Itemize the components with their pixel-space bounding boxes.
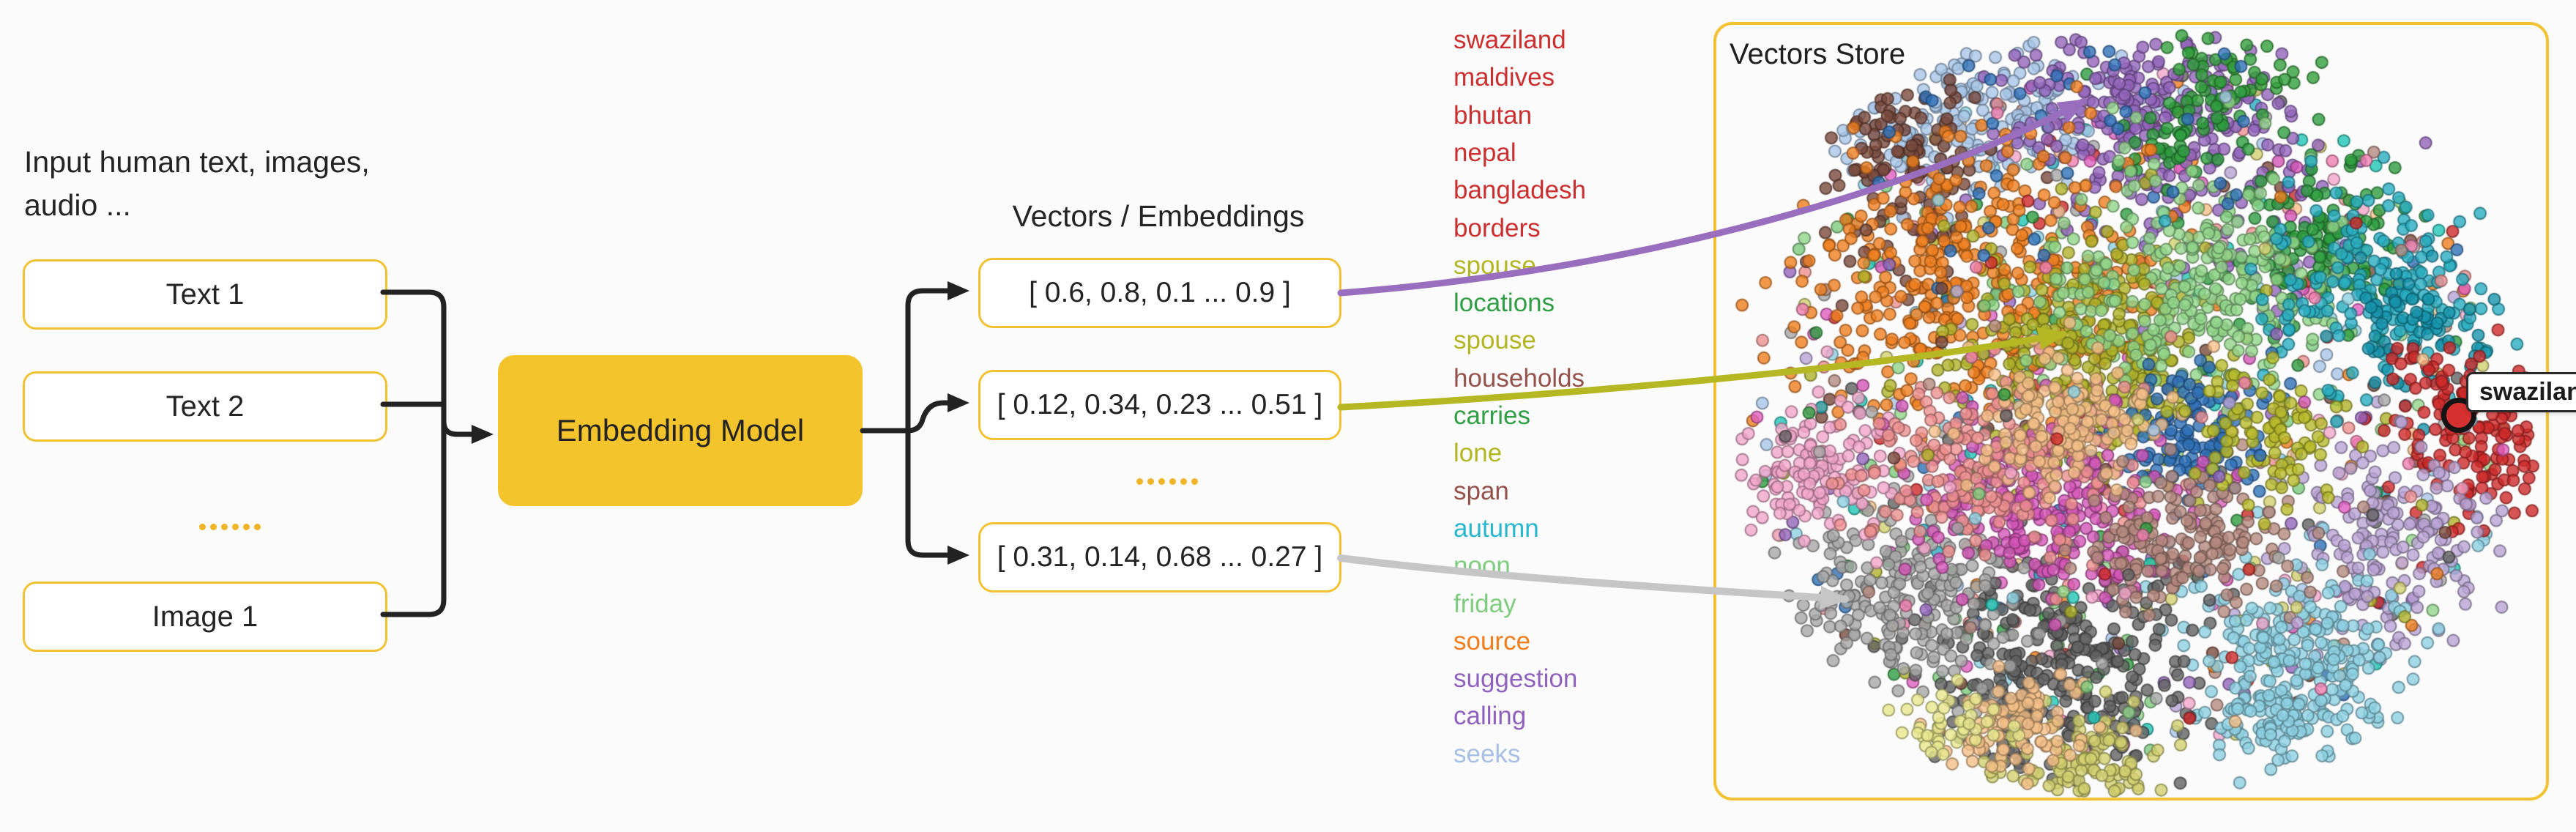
word-item: bhutan: [1453, 100, 1533, 130]
word-item: friday: [1453, 589, 1516, 618]
vector-box-3-value: [ 0.31, 0.14, 0.68 ... 0.27 ]: [997, 541, 1323, 573]
vector-box-2-value: [ 0.12, 0.34, 0.23 ... 0.51 ]: [997, 389, 1323, 420]
ellipsis-dot: [254, 524, 261, 530]
vectors-embeddings-title: Vectors / Embeddings: [1012, 199, 1305, 233]
connector-branch-3: [905, 428, 969, 565]
ellipsis-dot: [1169, 478, 1176, 485]
ellipsis-dot: [1136, 478, 1143, 485]
input-box-text2-label: Text 2: [165, 390, 245, 423]
word-item: maldives: [1453, 63, 1555, 92]
connector-branch-2: [905, 393, 969, 434]
word-item: households: [1453, 363, 1585, 393]
word-item: calling: [1453, 702, 1527, 731]
ellipsis-dot: [1158, 478, 1165, 485]
black-connectors: [380, 281, 969, 617]
word-item: source: [1453, 626, 1531, 655]
embedding-model-box: Embedding Model: [498, 355, 863, 506]
input-ellipsis-dots: [199, 524, 261, 530]
word-list: swaziland maldives bhutan nepal bangladesh bo…: [1453, 0, 1761, 832]
vector-box-2: [ 0.12, 0.34, 0.23 ... 0.51 ]: [978, 370, 1341, 440]
input-box-image1: Image 1: [23, 582, 387, 652]
arrow-vector3-to-store: [1337, 554, 1850, 609]
vectors-store-title: Vectors Store: [1730, 38, 1906, 70]
ellipsis-dot: [1147, 478, 1154, 485]
vector-box-1-value: [ 0.6, 0.8, 0.1 ... 0.9 ]: [1029, 277, 1291, 308]
connector-input-bus: [380, 289, 447, 617]
word-item: carries: [1453, 401, 1531, 430]
word-item: span: [1453, 476, 1509, 505]
input-box-text2: Text 2: [23, 371, 387, 442]
ellipsis-dot: [221, 524, 228, 530]
word-item: suggestion: [1453, 664, 1578, 694]
connector-branch-1: [905, 281, 969, 434]
ellipsis-dot: [232, 524, 239, 530]
word-item: locations: [1453, 289, 1555, 318]
input-heading-line2: audio ...: [24, 188, 131, 222]
word-item: nepal: [1453, 138, 1516, 167]
vector-box-3: [ 0.31, 0.14, 0.68 ... 0.27 ]: [978, 522, 1341, 593]
word-item: spouse: [1453, 326, 1536, 355]
input-box-image1-label: Image 1: [152, 600, 258, 633]
word-item: swaziland: [1453, 26, 1566, 54]
vectors-ellipsis-dots: [1136, 478, 1198, 485]
word-item: borders: [1453, 213, 1541, 242]
input-heading: Input human text, images, audio ...: [24, 141, 370, 227]
ellipsis-dot: [1180, 478, 1187, 485]
point-tooltip: swaziland: [2466, 372, 2576, 412]
connector-merge-arrow: [441, 418, 494, 444]
input-box-text1-label: Text 1: [165, 278, 245, 311]
vector-box-1: [ 0.6, 0.8, 0.1 ... 0.9 ]: [978, 258, 1341, 328]
word-item: bangladesh: [1453, 176, 1586, 205]
arrow-vector1-to-store: [1337, 97, 2088, 297]
vector-to-store-arrows: [1337, 97, 2088, 609]
ellipsis-dot: [1191, 478, 1198, 485]
word-item: seeks: [1453, 739, 1521, 768]
input-heading-line1: Input human text, images,: [24, 145, 370, 179]
ellipsis-dot: [210, 524, 217, 530]
word-item: lone: [1453, 439, 1503, 468]
word-item: autumn: [1453, 513, 1539, 543]
ellipsis-dot: [243, 524, 250, 530]
arrow-vector2-to-store: [1337, 327, 2068, 411]
ellipsis-dot: [199, 524, 206, 530]
embedding-model-label: Embedding Model: [556, 413, 805, 447]
